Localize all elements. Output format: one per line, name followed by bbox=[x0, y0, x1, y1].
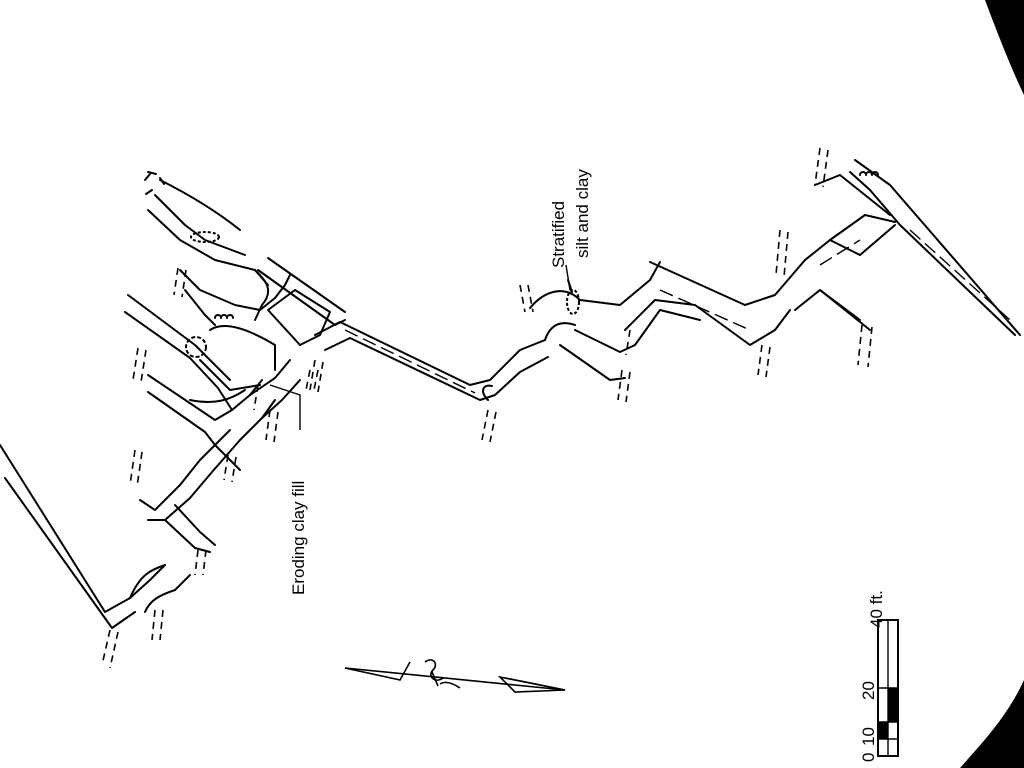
passage-left-maze bbox=[124, 179, 319, 576]
clay-deposit-symbol-upper bbox=[190, 231, 220, 243]
breakdown-symbol bbox=[214, 314, 234, 319]
passage-upper-right bbox=[849, 159, 1021, 336]
passage-middle-right bbox=[519, 147, 896, 403]
scale-tick-40: 40 ft. bbox=[867, 590, 886, 628]
pit-symbol bbox=[185, 336, 207, 358]
label-eroding-clay-fill: Eroding clay fill bbox=[289, 481, 308, 595]
leader-stratified bbox=[565, 264, 571, 291]
label-silt-and-clay: silt and clay bbox=[573, 169, 592, 258]
scale-tick-0: 0 bbox=[859, 753, 878, 762]
passage-end-symbol bbox=[144, 171, 165, 195]
scan-shadow-bottom-right bbox=[960, 680, 1024, 768]
scale-tick-20: 20 bbox=[859, 681, 878, 700]
scan-shadow-top-right bbox=[985, 0, 1024, 95]
scale-bar: 0 10 20 40 ft. bbox=[859, 590, 899, 762]
passage-lower-left bbox=[0, 444, 191, 669]
label-stratified: Stratified bbox=[549, 201, 568, 268]
clay-deposit-symbol-middle bbox=[566, 289, 580, 315]
passage-main bbox=[309, 321, 549, 443]
leader-eroding-clay-fill bbox=[269, 384, 301, 430]
scale-tick-10: 10 bbox=[859, 727, 878, 746]
north-arrow bbox=[344, 659, 566, 693]
